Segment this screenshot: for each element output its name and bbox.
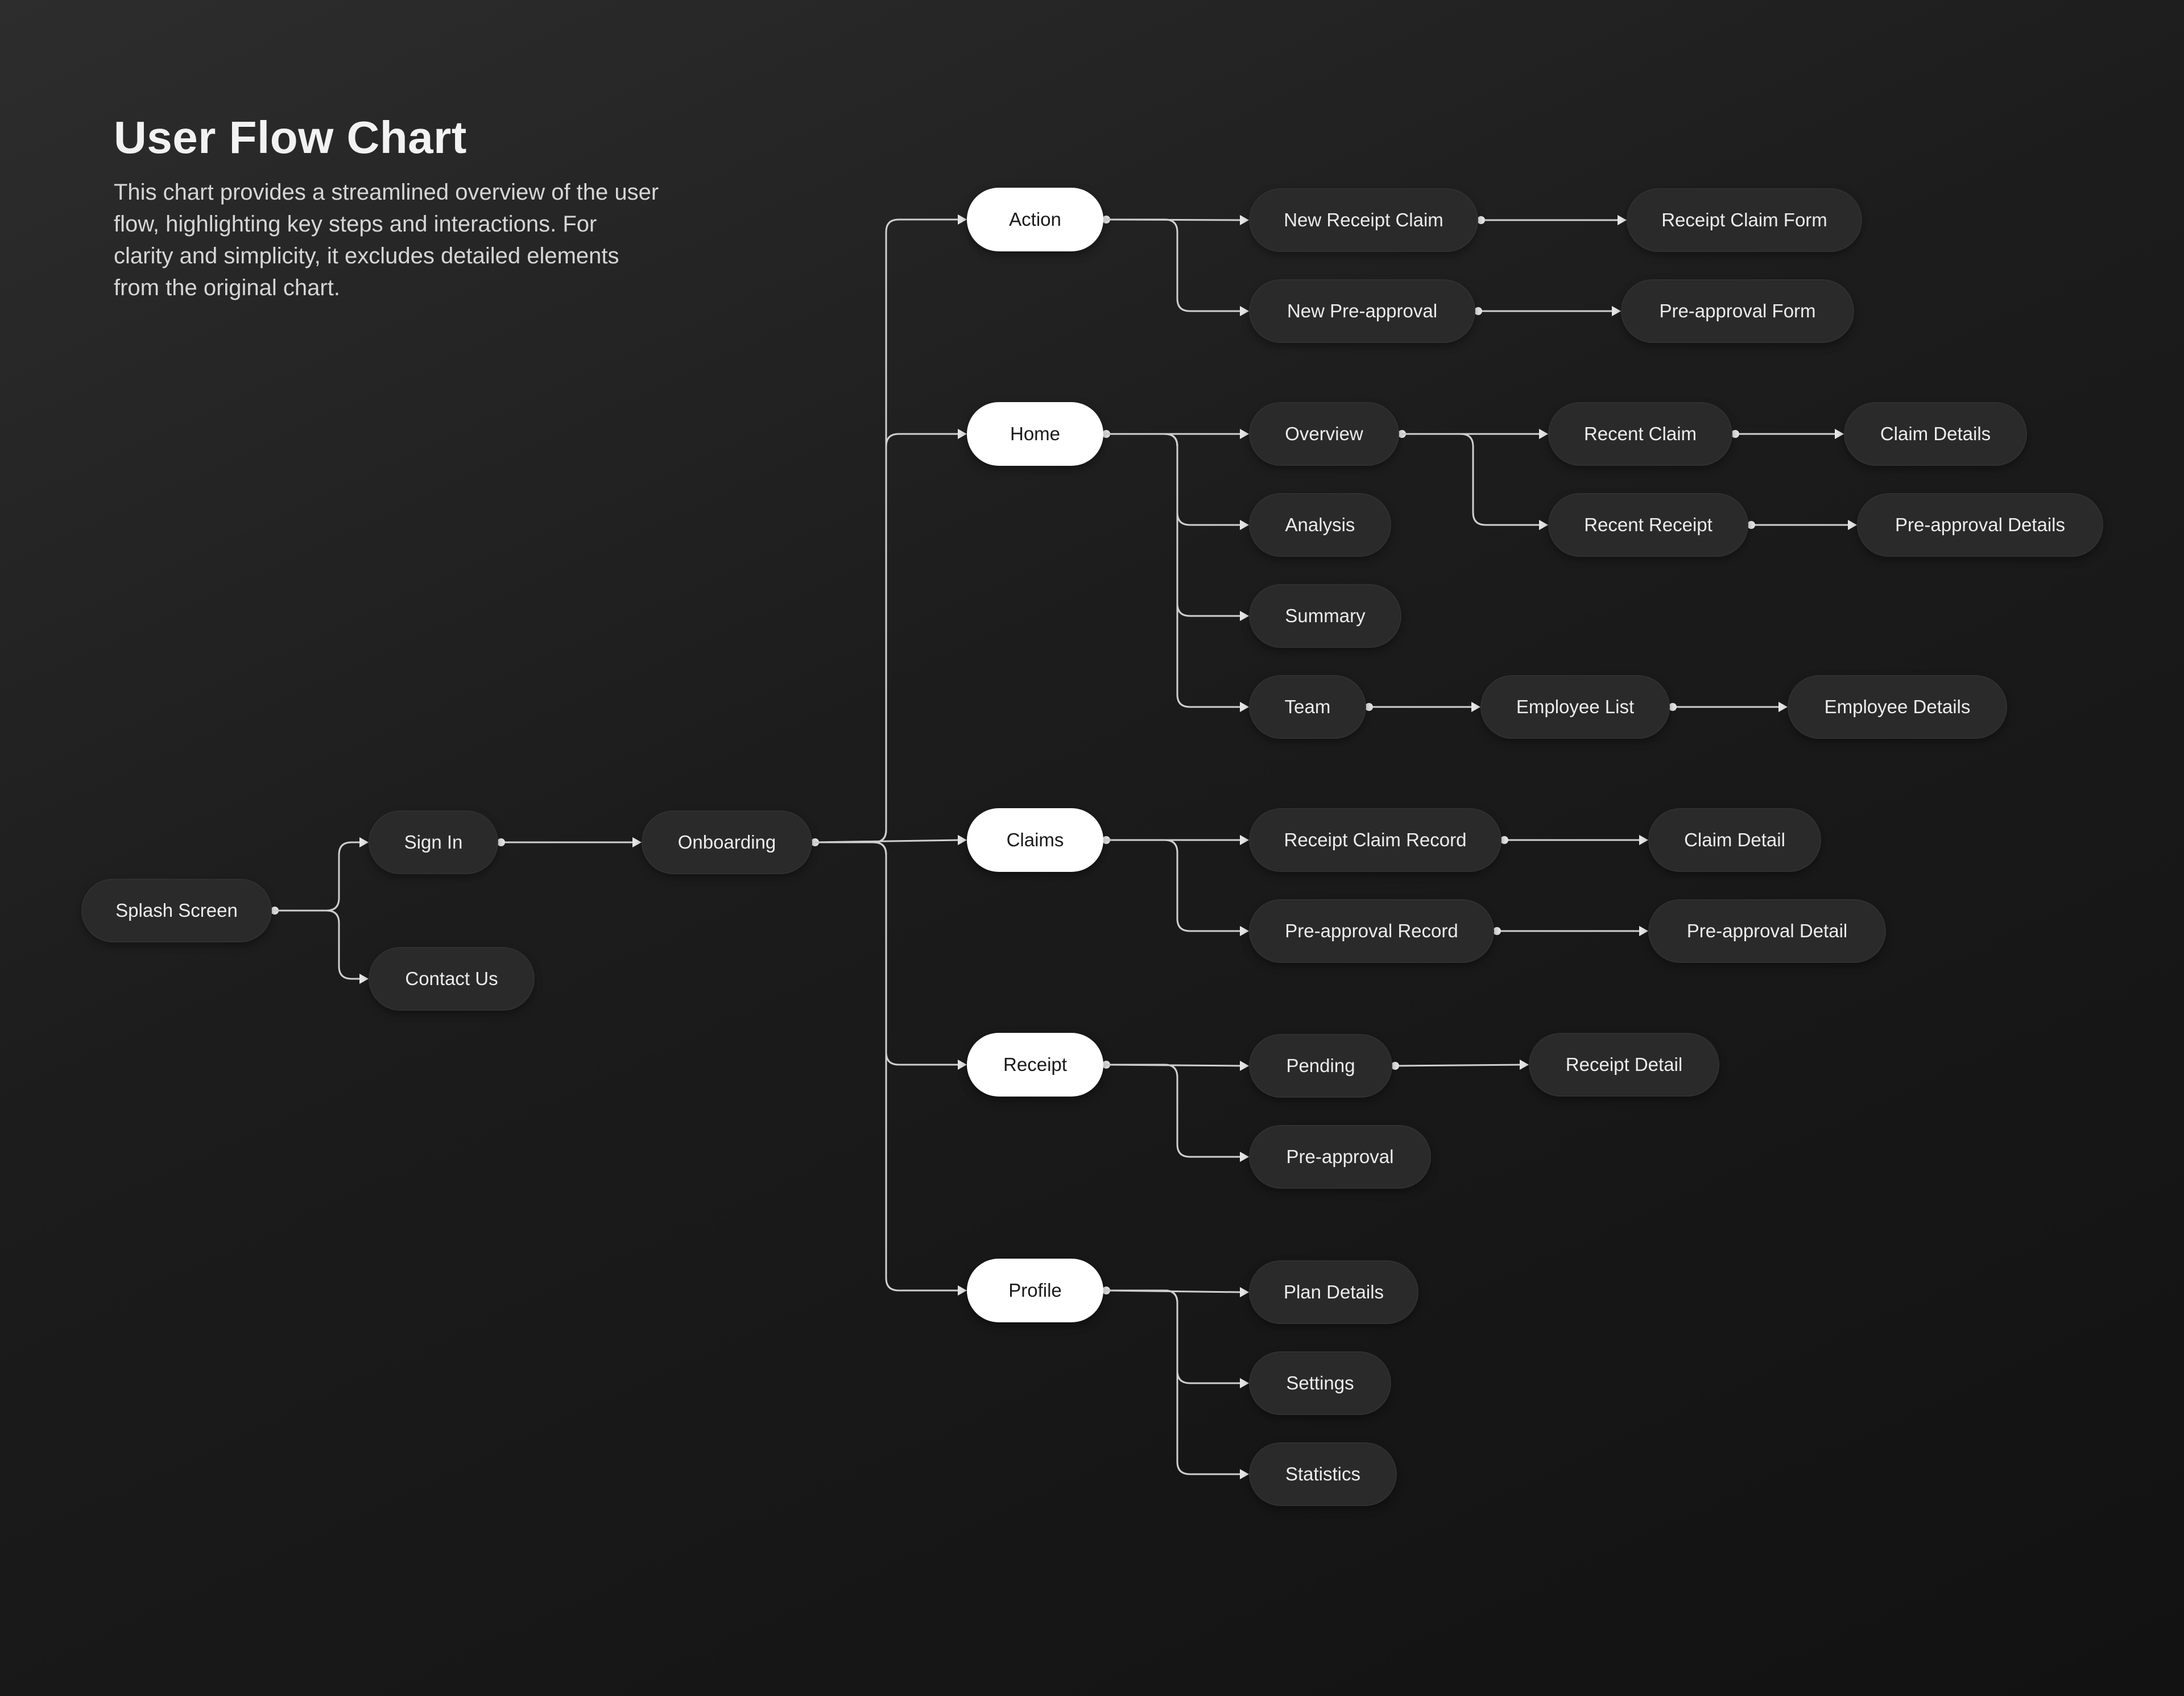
node-pre-approval-details[interactable]: Pre-approval Details (1857, 493, 2103, 557)
node-new-receipt-claim[interactable]: New Receipt Claim (1249, 188, 1478, 252)
node-analysis[interactable]: Analysis (1249, 493, 1391, 557)
node-splash-screen[interactable]: Splash Screen (81, 879, 272, 942)
page-title: User Flow Chart (114, 112, 467, 163)
connector-onboarding-to-profile (815, 841, 960, 1292)
node-receipt-claim-form[interactable]: Receipt Claim Form (1627, 188, 1862, 252)
arrowhead-team (1240, 702, 1249, 712)
connector-dot-pending (1391, 1062, 1399, 1070)
arrowhead-claim_detail (1639, 835, 1648, 845)
node-plan-details[interactable]: Plan Details (1249, 1260, 1418, 1324)
node-profile[interactable]: Profile (967, 1259, 1103, 1322)
node-onboarding[interactable]: Onboarding (642, 810, 812, 874)
arrowhead-pending (1240, 1061, 1249, 1071)
node-pre-approval-detail[interactable]: Pre-approval Detail (1648, 899, 1886, 963)
arrowhead-receipt_detail (1520, 1060, 1529, 1070)
arrowhead-claim_details (1835, 429, 1844, 439)
node-pre-approval-record[interactable]: Pre-approval Record (1249, 899, 1494, 963)
arrowhead-receipt_claim_record (1240, 835, 1249, 845)
arrowhead-contact (359, 974, 369, 984)
node-receipt[interactable]: Receipt (967, 1033, 1103, 1097)
connector-dot-new_receipt_claim (1477, 216, 1485, 224)
node-team[interactable]: Team (1249, 675, 1366, 739)
arrowhead-settings (1240, 1378, 1249, 1388)
arrowhead-plan_details (1240, 1287, 1249, 1297)
node-statistics[interactable]: Statistics (1249, 1442, 1397, 1506)
node-employee-list[interactable]: Employee List (1480, 675, 1670, 739)
node-pre-approval-form[interactable]: Pre-approval Form (1621, 279, 1854, 343)
arrowhead-new_receipt_claim (1240, 215, 1249, 225)
arrowhead-analysis (1240, 520, 1249, 530)
node-overview[interactable]: Overview (1249, 402, 1399, 466)
connector-claims-to-preapproval_record (1106, 839, 1242, 932)
node-claims[interactable]: Claims (967, 808, 1103, 872)
arrowhead-preapproval_record (1240, 926, 1249, 936)
arrowhead-preapproval_detail (1639, 926, 1648, 936)
node-summary[interactable]: Summary (1249, 584, 1401, 648)
connector-dot-preapproval_record (1493, 927, 1501, 935)
node-sign-in[interactable]: Sign In (369, 810, 498, 874)
node-contact-us[interactable]: Contact Us (369, 947, 535, 1011)
node-settings[interactable]: Settings (1249, 1351, 1391, 1415)
connector-action-to-new_preapproval (1106, 218, 1242, 312)
connector-dot-recent_receipt (1747, 521, 1755, 529)
connector-pending-to-receipt_detail (1395, 1064, 1523, 1067)
connector-onboarding-to-receipt (815, 841, 960, 1066)
connector-dot-employee_list (1669, 703, 1677, 711)
node-new-pre-approval[interactable]: New Pre-approval (1249, 279, 1475, 343)
node-receipt-detail[interactable]: Receipt Detail (1529, 1033, 1719, 1097)
page-description: This chart provides a streamlined overvi… (114, 180, 659, 300)
connector-onboarding-to-home (815, 433, 960, 843)
connector-profile-to-settings (1106, 1289, 1242, 1384)
arrowhead-claims (958, 835, 967, 845)
connector-dot-new_preapproval (1474, 307, 1482, 315)
arrowhead-statistics (1240, 1469, 1249, 1479)
connector-dot-team (1365, 703, 1373, 711)
arrowhead-overview (1240, 429, 1249, 439)
arrowhead-onboarding (632, 837, 642, 847)
connector-overview-to-recent_receipt (1402, 433, 1541, 526)
connector-dot-recent_claim (1731, 430, 1739, 438)
arrowhead-preapproval (1240, 1152, 1249, 1162)
node-recent-claim[interactable]: Recent Claim (1548, 402, 1732, 466)
arrowhead-signin (359, 837, 369, 847)
connector-receipt-to-preapproval (1106, 1064, 1242, 1158)
arrowhead-preapproval_form (1612, 306, 1621, 316)
arrowhead-summary (1240, 611, 1249, 621)
node-claim-details[interactable]: Claim Details (1844, 402, 2027, 466)
arrowhead-profile (958, 1285, 967, 1296)
arrowhead-action (958, 214, 967, 225)
node-claim-detail[interactable]: Claim Detail (1648, 808, 1821, 872)
arrowhead-preapproval_details (1848, 520, 1857, 530)
arrowhead-home (958, 429, 967, 439)
arrowhead-employee_list (1471, 702, 1480, 712)
node-receipt-claim-record[interactable]: Receipt Claim Record (1249, 808, 1502, 872)
connector-dot-signin (497, 838, 505, 846)
connector-dot-receipt_claim_record (1500, 836, 1508, 844)
connector-onboarding-to-action (815, 218, 960, 843)
node-action[interactable]: Action (967, 188, 1103, 251)
node-recent-receipt[interactable]: Recent Receipt (1548, 493, 1748, 557)
connector-profile-to-statistics (1106, 1289, 1242, 1475)
connector-splash-to-signin (275, 841, 362, 912)
arrowhead-receipt_claim_form (1618, 215, 1627, 225)
connector-home-to-analysis (1106, 433, 1242, 526)
arrowhead-recent_claim (1539, 429, 1548, 439)
connector-splash-to-contact (275, 909, 362, 980)
arrowhead-receipt (958, 1060, 967, 1070)
arrowhead-employee_details (1778, 702, 1788, 712)
arrowhead-recent_receipt (1539, 520, 1548, 530)
connector-home-to-team (1106, 433, 1242, 708)
node-home[interactable]: Home (967, 402, 1103, 466)
node-pending[interactable]: Pending (1249, 1034, 1392, 1098)
node-employee-details[interactable]: Employee Details (1788, 675, 2007, 739)
node-pre-approval[interactable]: Pre-approval (1249, 1125, 1431, 1189)
arrowhead-new_preapproval (1240, 306, 1249, 316)
